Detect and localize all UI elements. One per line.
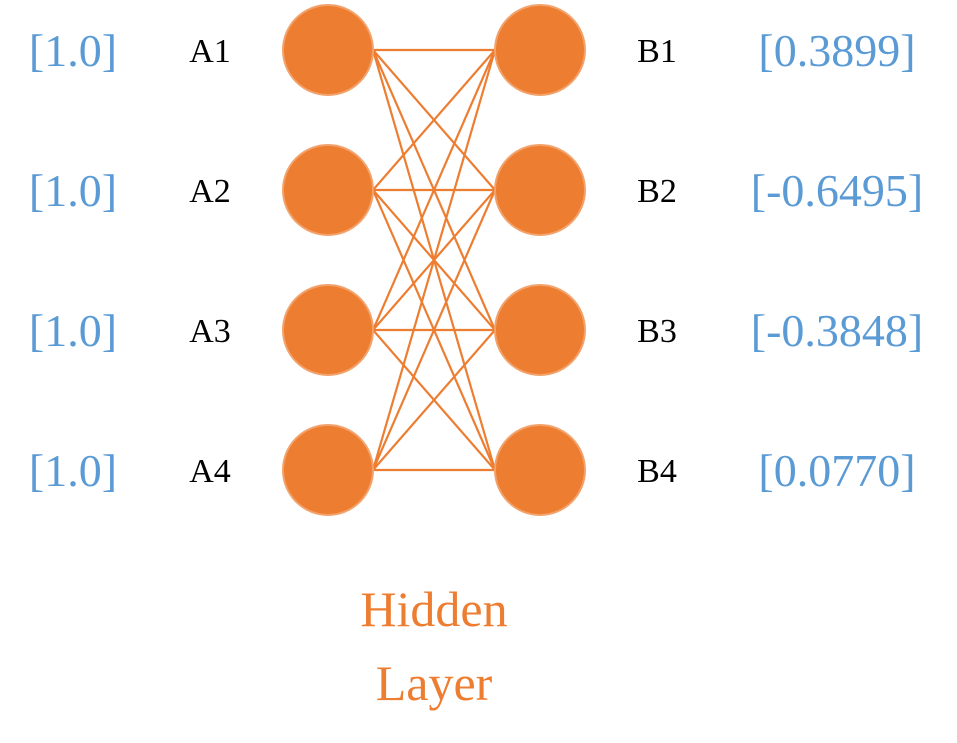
connections-group [371,48,497,472]
input-label-a2: A2 [189,173,231,210]
input-value-a2: [1.0] [29,165,117,216]
input-value-a3: [1.0] [29,305,117,356]
node-b1 [494,4,586,96]
caption-line-2: Layer [376,655,493,711]
node-a3 [282,284,374,376]
edge-a3-b1 [371,49,497,331]
node-a1 [282,4,374,96]
input-label-a1: A1 [189,33,231,70]
caption-line-1: Hidden [360,581,507,637]
node-a4 [282,424,374,516]
input-value-a4: [1.0] [29,445,117,496]
input-label-a3: A3 [189,313,231,350]
output-value-b3: [-0.3848] [751,305,923,356]
output-label-b3: B3 [637,313,677,350]
edge-a4-b2 [371,189,497,471]
output-label-b1: B1 [637,33,677,70]
edge-a2-b1 [372,49,496,191]
output-value-b4: [0.0770] [758,445,915,496]
output-value-b2: [-0.6495] [751,165,923,216]
output-label-b2: B2 [637,173,677,210]
input-label-a4: A4 [189,453,231,490]
output-value-b1: [0.3899] [758,25,915,76]
edge-a4-b3 [372,329,496,471]
node-a2 [282,144,374,236]
node-b4 [494,424,586,516]
edge-a4-b1 [371,49,497,471]
node-b3 [494,284,586,376]
input-value-a1: [1.0] [29,25,117,76]
output-label-b4: B4 [637,453,677,490]
node-b2 [494,144,586,236]
